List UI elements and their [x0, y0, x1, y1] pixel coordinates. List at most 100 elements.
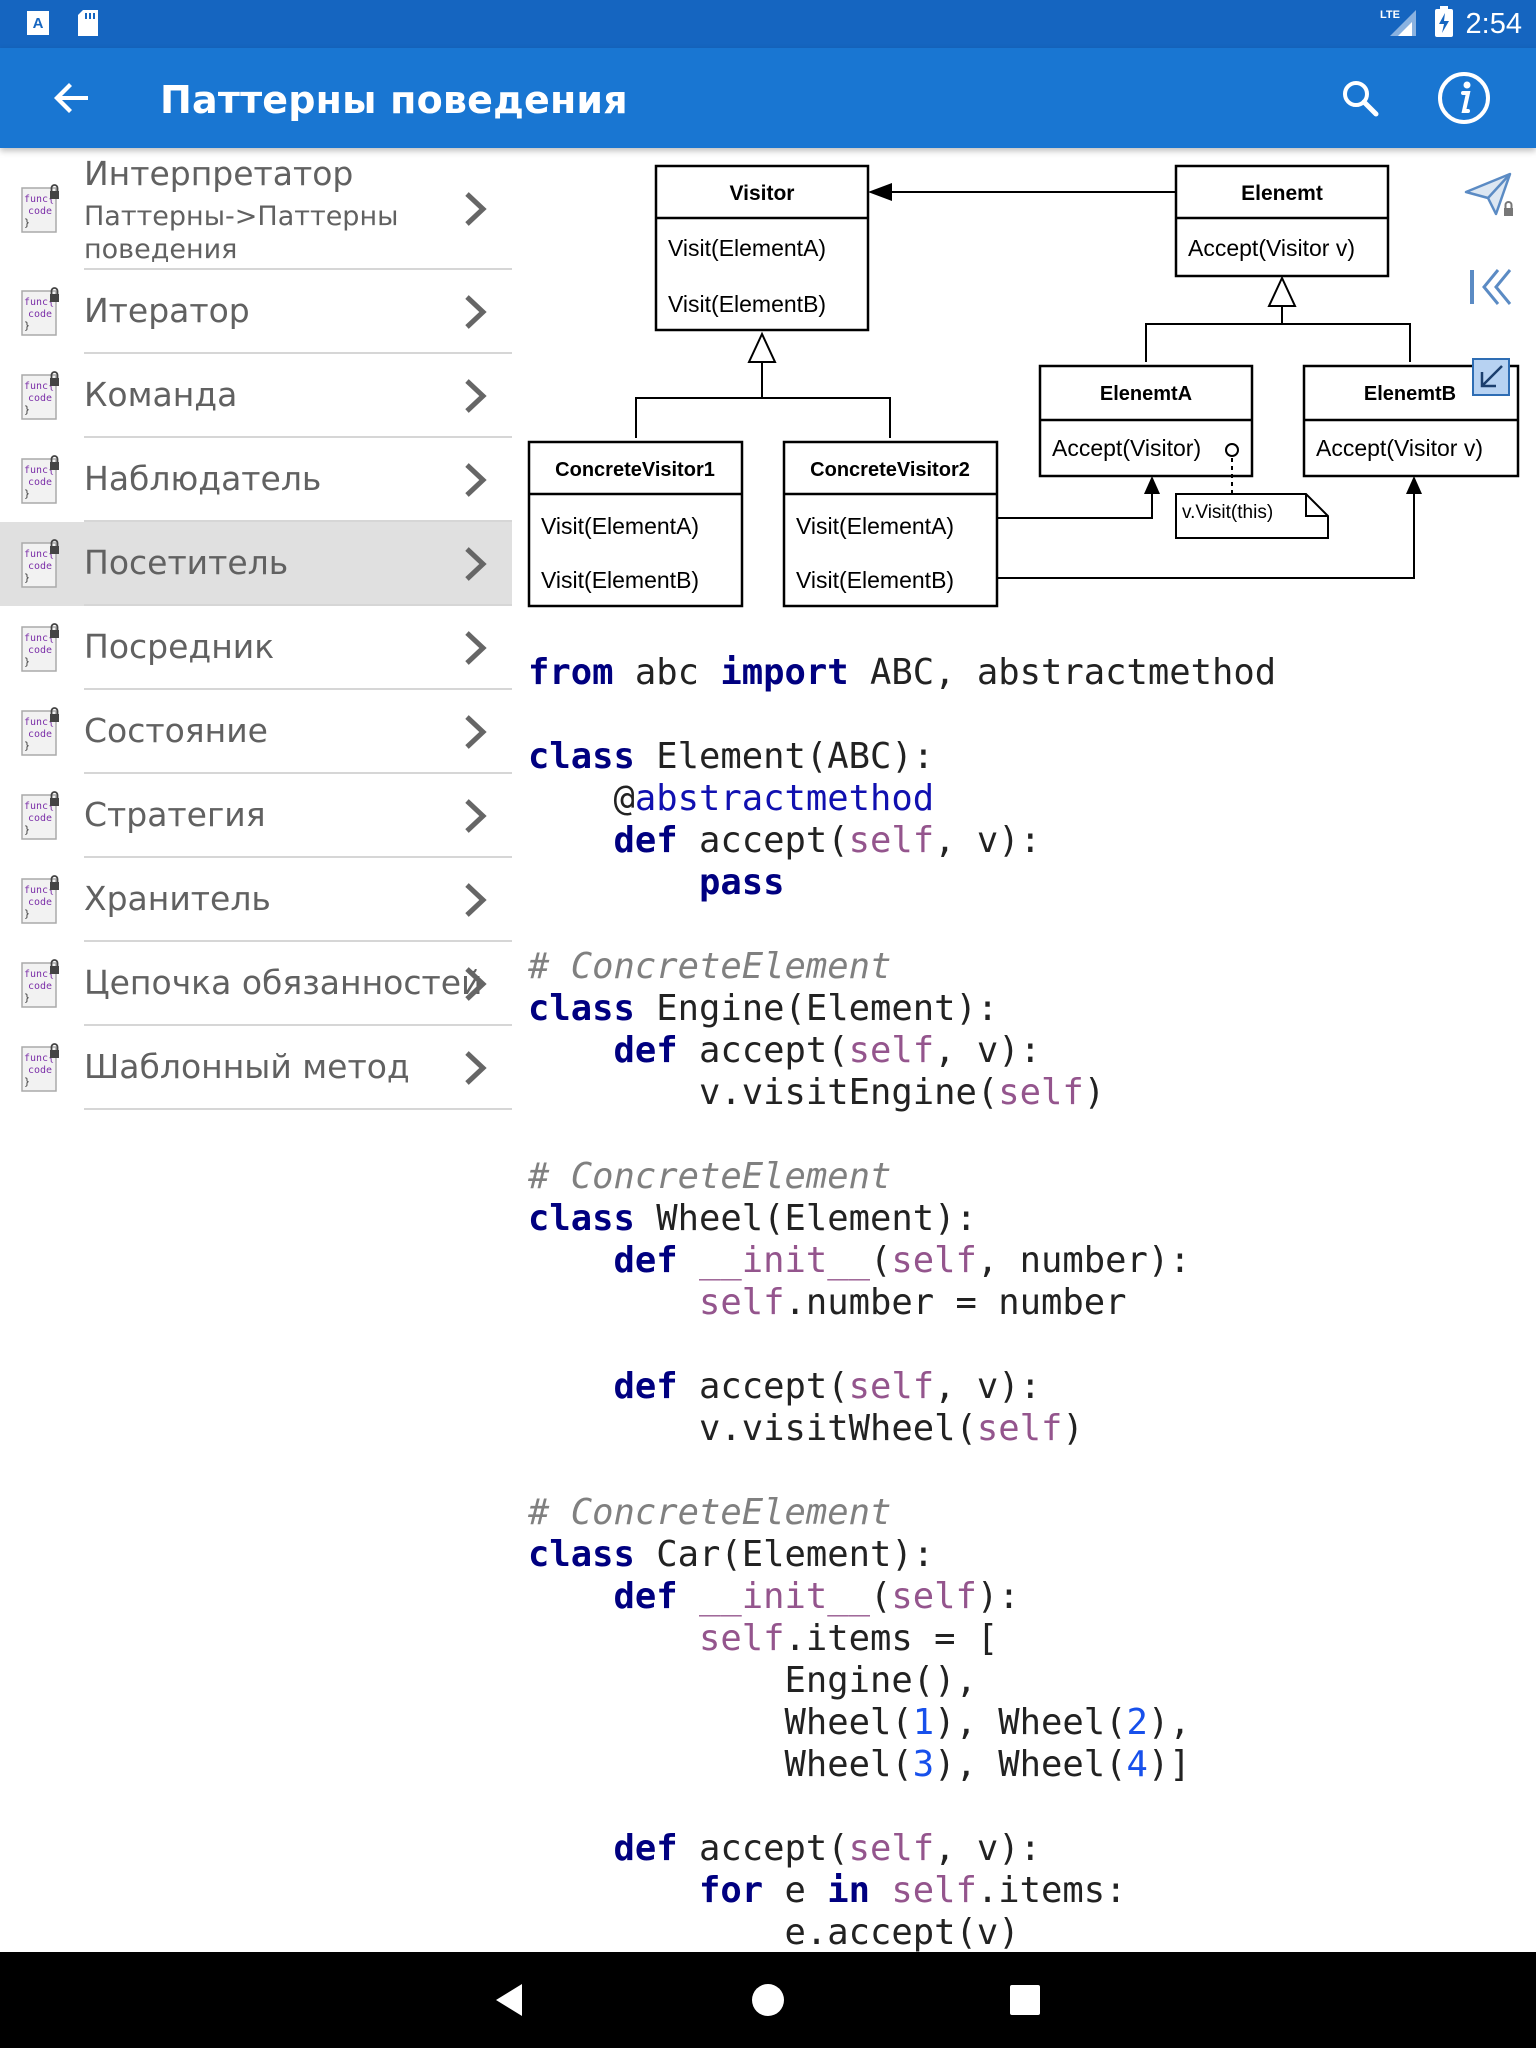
svg-text:}: } — [24, 218, 30, 229]
circle-home-icon — [752, 1984, 784, 2016]
inheritance-triangle — [1267, 275, 1297, 307]
send-icon — [1464, 172, 1513, 216]
svg-text:code: code — [28, 561, 52, 572]
svg-text:code: code — [28, 309, 52, 320]
list-item-label: Команда — [84, 375, 238, 414]
shrink-arrow-icon — [1472, 358, 1510, 396]
clock: 2:54 — [1465, 8, 1522, 40]
list-item[interactable]: func{code} Команда — [0, 354, 512, 438]
list-item-label: Состояние — [84, 711, 268, 750]
network-label: LTE — [1380, 9, 1400, 21]
status-bar: A LTE 2:54 — [0, 0, 1536, 48]
code-file-icon: func{code} — [20, 621, 62, 675]
cv2-op: Visit(ElementA) — [796, 513, 954, 539]
code-text: from abc import ABC, abstractmethod clas… — [528, 652, 1277, 1952]
svg-text:code: code — [28, 813, 52, 824]
page-title: Паттерны поведения — [160, 78, 628, 122]
nav-back-button[interactable] — [490, 1980, 530, 2020]
nav-recents-button[interactable] — [1008, 1983, 1042, 2017]
list-item-label: Стратегия — [84, 795, 266, 834]
navigation-bar — [0, 1952, 1536, 2048]
code-file-icon: func{code} — [20, 873, 62, 927]
code-file-icon: func{code} — [20, 537, 62, 591]
search-button[interactable] — [1336, 74, 1384, 122]
svg-text:code: code — [28, 729, 52, 740]
list-item[interactable]: func{code}Шаблонный метод — [0, 1026, 512, 1110]
list-item[interactable]: func{code} Посетитель — [0, 522, 512, 606]
divider — [84, 688, 512, 690]
code-file-icon: func{code} — [20, 369, 62, 423]
chevron-right-icon — [462, 292, 490, 332]
svg-text:func{: func{ — [24, 717, 54, 728]
visitor-op: Visit(ElementB) — [668, 291, 826, 317]
back-button[interactable] — [48, 74, 96, 122]
visitor-class-box — [654, 164, 870, 332]
list-item-label: Интерпретатор — [84, 154, 354, 193]
concrete-visitor2-box — [782, 440, 999, 608]
svg-text:}: } — [24, 909, 30, 920]
svg-text:code: code — [28, 1065, 52, 1076]
divider — [84, 1108, 512, 1110]
cv2-op: Visit(ElementB) — [796, 567, 954, 593]
element-op: Accept(Visitor v) — [1188, 235, 1355, 261]
svg-text:func{: func{ — [24, 194, 54, 205]
chevron-right-icon — [462, 628, 490, 668]
send-button[interactable] — [1462, 170, 1518, 222]
code-file-icon: func{code} — [20, 705, 62, 759]
divider — [84, 520, 512, 522]
chevron-right-icon — [462, 544, 490, 584]
list-item[interactable]: func{code} Наблюдатель — [0, 438, 512, 522]
svg-text:func{: func{ — [24, 801, 54, 812]
divider — [84, 856, 512, 858]
svg-text:}: } — [24, 573, 30, 584]
svg-text:}: } — [24, 321, 30, 332]
list-item[interactable]: func{code}Итератор — [0, 270, 512, 354]
svg-text:func{: func{ — [24, 969, 54, 980]
lte-signal-icon: LTE — [1380, 6, 1422, 43]
square-recents-icon — [1010, 1985, 1040, 2015]
list-item[interactable]: func{code} Хранитель — [0, 858, 512, 942]
visitor-op: Visit(ElementA) — [668, 235, 826, 261]
element-b-name: ElenemtB — [1364, 383, 1456, 405]
divider — [84, 1024, 512, 1026]
svg-text:code: code — [28, 981, 52, 992]
list-item[interactable]: func{code}Цепочка обязанностей — [0, 942, 512, 1026]
svg-text:code: code — [28, 206, 52, 217]
element-a-name: ElenemtA — [1100, 383, 1192, 405]
code-file-icon: func{code} — [20, 182, 62, 236]
element-b-op: Accept(Visitor v) — [1316, 435, 1483, 461]
element-a-op: Accept(Visitor) — [1052, 435, 1201, 461]
code-file-icon: func{code} — [20, 789, 62, 843]
svg-text:code: code — [28, 393, 52, 404]
list-item[interactable]: func{code} Стратегия — [0, 774, 512, 858]
code-file-icon: func{code} — [20, 453, 62, 507]
list-item-label: Наблюдатель — [84, 459, 322, 498]
resize-button[interactable] — [1472, 358, 1510, 396]
element-name: Elenemt — [1241, 182, 1323, 205]
code-file-icon: func{code} — [20, 1041, 62, 1095]
concrete-visitor2-name: ConcreteVisitor2 — [810, 459, 970, 481]
nav-home-button[interactable] — [750, 1982, 786, 2018]
chevron-right-icon — [462, 1048, 490, 1088]
info-button[interactable] — [1436, 70, 1492, 126]
list-item-label: Посетитель — [84, 543, 289, 582]
divider — [84, 268, 512, 270]
info-icon — [1438, 72, 1490, 124]
svg-text:func{: func{ — [24, 381, 54, 392]
svg-text:A: A — [33, 15, 44, 32]
svg-text:func{: func{ — [24, 1053, 54, 1064]
cv1-op: Visit(ElementA) — [541, 513, 699, 539]
divider — [84, 772, 512, 774]
divider — [84, 352, 512, 354]
list-item-label: Хранитель — [84, 879, 271, 918]
list-item[interactable]: func{code} Посредник — [0, 606, 512, 690]
list-item-label: Цепочка обязанностей — [84, 963, 483, 1002]
list-item-label: Посредник — [84, 627, 275, 666]
list-item[interactable]: func{code} Состояние — [0, 690, 512, 774]
collapse-button[interactable] — [1462, 262, 1518, 312]
svg-text:func{: func{ — [24, 633, 54, 644]
note-shape — [1175, 493, 1329, 539]
svg-text:func{: func{ — [24, 297, 54, 308]
